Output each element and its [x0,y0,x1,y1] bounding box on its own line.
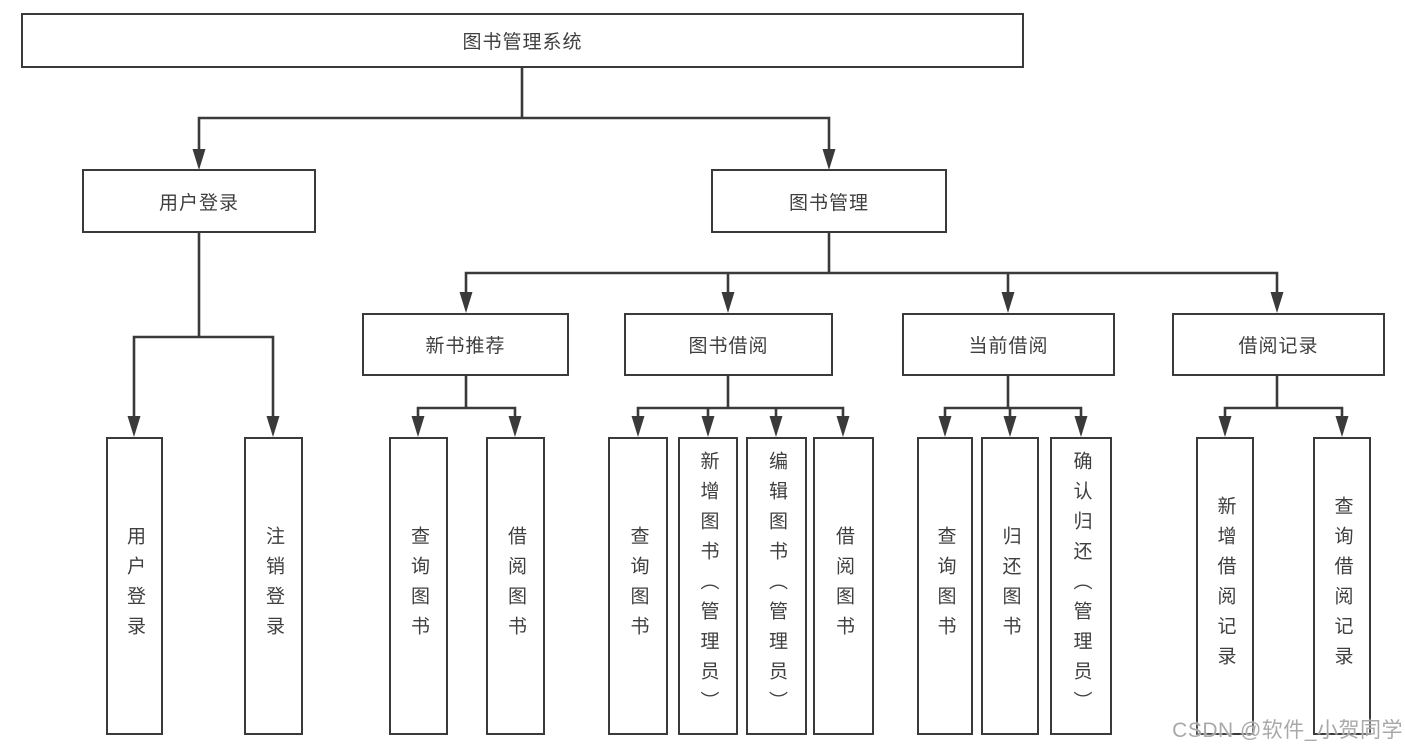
node-leaf-user-login: 用户登录 [106,437,163,735]
watermark: CSDN @软件_小贺同学 [1172,719,1403,742]
node-leaf-newbook-borrow-books: 借阅图书 [486,437,545,735]
node-book-management: 图书管理 [711,169,947,233]
node-leaf-borrow-edit-books-admin: 编辑图书（管理员） [746,437,807,735]
node-label: 借阅图书 [505,526,526,646]
node-leaf-borrow-add-books-admin: 新增图书（管理员） [678,437,738,735]
node-book-borrow: 图书借阅 [624,313,833,376]
node-label: 借阅图书 [833,526,854,646]
node-leaf-current-confirm-return-admin: 确认归还（管理员） [1050,437,1112,735]
node-label: 查询借阅记录 [1331,496,1353,676]
node-new-book-recommend: 新书推荐 [362,313,569,376]
node-label: 查询图书 [627,526,649,646]
node-label: 新书推荐 [425,336,506,357]
node-leaf-records-query-record: 查询借阅记录 [1313,437,1371,735]
node-label: 图书借阅 [688,336,769,357]
node-label: 图书管理系统 [462,32,583,53]
node-leaf-logout: 注销登录 [244,437,303,735]
node-label: 新增图书（管理员） [697,451,719,721]
node-label: 编辑图书（管理员） [766,451,787,721]
node-label: 归还图书 [999,526,1021,646]
node-label: 查询图书 [408,526,429,646]
node-leaf-current-query-books: 查询图书 [917,437,973,735]
arrowhead-icons [127,149,1349,437]
node-user-login: 用户登录 [82,169,316,233]
node-label: 当前借阅 [968,336,1049,357]
node-current-borrow: 当前借阅 [902,313,1115,376]
node-label: 用户登录 [124,526,145,646]
node-label: 确认归还（管理员） [1070,451,1092,721]
node-label: 新增借阅记录 [1214,496,1236,676]
node-label: 借阅记录 [1238,336,1319,357]
node-leaf-records-add-record: 新增借阅记录 [1196,437,1254,735]
node-leaf-borrow-borrow-books: 借阅图书 [813,437,874,735]
node-leaf-newbook-query-books: 查询图书 [389,437,448,735]
node-label: 查询图书 [934,526,956,646]
node-leaf-current-return-books: 归还图书 [981,437,1039,735]
node-label: 图书管理 [788,192,869,214]
node-borrow-records: 借阅记录 [1172,313,1385,376]
node-label: 用户登录 [158,192,239,214]
node-label: 注销登录 [263,526,284,646]
node-library-system: 图书管理系统 [21,13,1024,68]
node-leaf-borrow-query-books: 查询图书 [608,437,668,735]
